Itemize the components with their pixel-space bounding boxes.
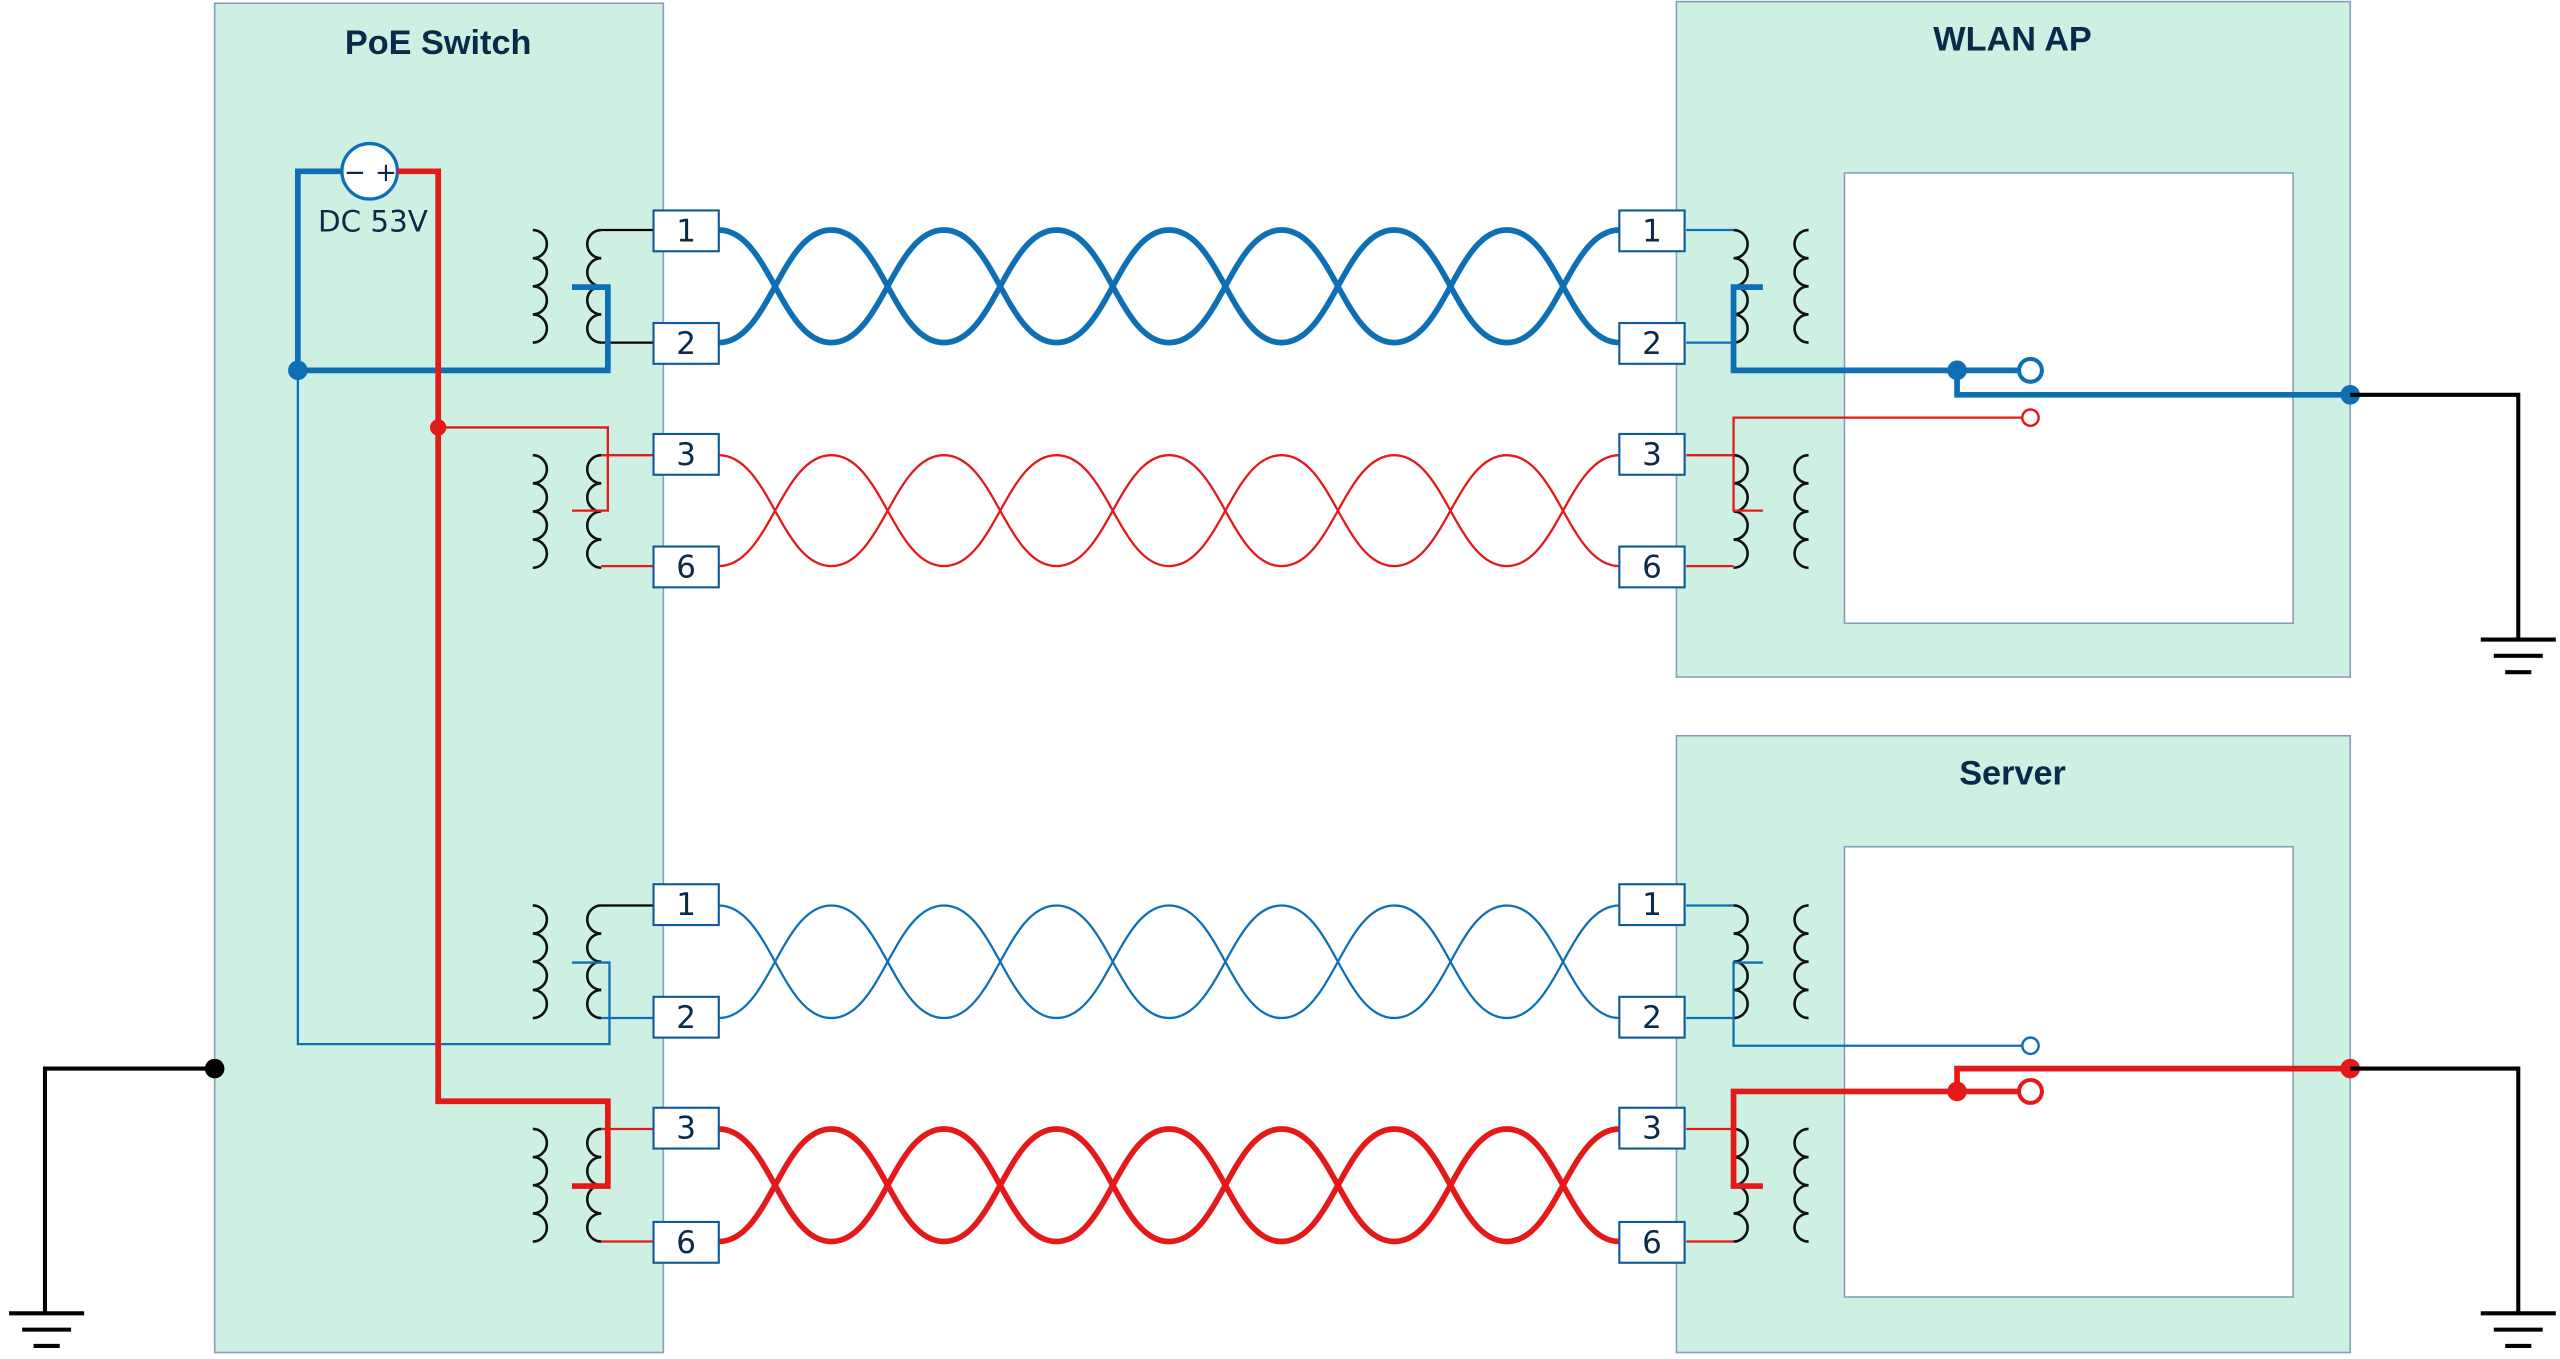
ap-pin-2: 2 (1618, 321, 1686, 365)
ground-wlan-ap (2350, 392, 2556, 675)
switch-power-blue-wiring (288, 168, 611, 1046)
server-pin-1: 1 (1618, 883, 1686, 927)
far-coil-secondary-1 (1793, 228, 1809, 344)
server-pin-2: 2 (1618, 995, 1686, 1039)
svg-text:6: 6 (676, 550, 696, 586)
switch-coil-primary-4 (532, 1127, 549, 1243)
switch-pin-2-bottom: 2 (652, 995, 720, 1039)
wlan-ap-title: WLAN AP (1933, 21, 2092, 59)
switch-coil-primary-2 (532, 453, 549, 570)
switch-pin-6-top: 6 (652, 545, 720, 589)
switch-pin-2-top: 2 (652, 321, 720, 365)
switch-pin-6-bottom: 6 (652, 1220, 720, 1264)
cable-pair-server-1-2-wire-1 (718, 904, 1620, 1020)
cable-pair-ap-1-2-wire-2 (718, 227, 1620, 346)
cable-pair-server-1-2-wire-2 (718, 904, 1620, 1020)
cable-pair-server-3-6-wire-2 (718, 1126, 1620, 1245)
svg-text:3: 3 (1642, 437, 1662, 473)
svg-text:3: 3 (676, 1111, 696, 1147)
ap-pin-1: 1 (1618, 209, 1686, 253)
server-power-wiring (1730, 961, 2361, 1189)
server-title: Server (1959, 755, 2066, 793)
server-pin-6: 6 (1618, 1220, 1686, 1264)
switch-coil-primary-1 (532, 228, 549, 344)
cable-pair-ap-3-6-wire-1 (718, 454, 1620, 568)
psu-plus: + (375, 158, 397, 188)
switch-pin-1-top: 1 (652, 209, 720, 253)
svg-text:2: 2 (676, 326, 696, 362)
svg-text:6: 6 (676, 1225, 696, 1261)
far-coil-secondary-3 (1793, 904, 1809, 1020)
svg-text:1: 1 (1642, 887, 1662, 923)
switch-pin-3-bottom: 3 (652, 1106, 720, 1150)
svg-text:1: 1 (1642, 213, 1662, 249)
cable-pair-ap-1-2-wire-1 (718, 227, 1620, 346)
svg-text:3: 3 (1642, 1111, 1662, 1147)
svg-text:6: 6 (1642, 1225, 1662, 1261)
ground-switch (9, 1058, 225, 1348)
cable-pair-server-3-6-wire-1 (718, 1126, 1620, 1245)
svg-text:2: 2 (1642, 1000, 1662, 1036)
far-coil-secondary-2 (1793, 453, 1809, 570)
svg-text:2: 2 (1642, 326, 1662, 362)
svg-text:1: 1 (676, 887, 696, 923)
psu-label: DC 53V (318, 205, 428, 239)
ground-server (2350, 1066, 2556, 1348)
svg-text:2: 2 (676, 1000, 696, 1036)
cable-pair-ap-3-6-wire-2 (718, 454, 1620, 568)
ap-pin-6: 6 (1618, 545, 1686, 589)
svg-text:6: 6 (1642, 550, 1662, 586)
switch-power-red-wiring (397, 168, 611, 1189)
transformer-coils (532, 228, 1809, 1243)
server-inner-box (1843, 845, 2294, 1298)
server-pin-3: 3 (1618, 1106, 1686, 1150)
poe-switch-title: PoE Switch (345, 24, 532, 62)
ap-pin-3: 3 (1618, 432, 1686, 476)
svg-text:3: 3 (676, 437, 696, 473)
far-end-pin-wires (1686, 228, 1734, 1243)
svg-text:1: 1 (676, 213, 696, 249)
far-coil-secondary-4 (1793, 1127, 1809, 1243)
twisted-pair-cables (718, 227, 1620, 1245)
switch-pin-3-top: 3 (652, 432, 720, 476)
switch-pin-1-bottom: 1 (652, 883, 720, 927)
wlan-ap-inner-box (1843, 172, 2294, 625)
switch-coil-primary-3 (532, 904, 549, 1020)
psu-minus: − (344, 158, 366, 188)
